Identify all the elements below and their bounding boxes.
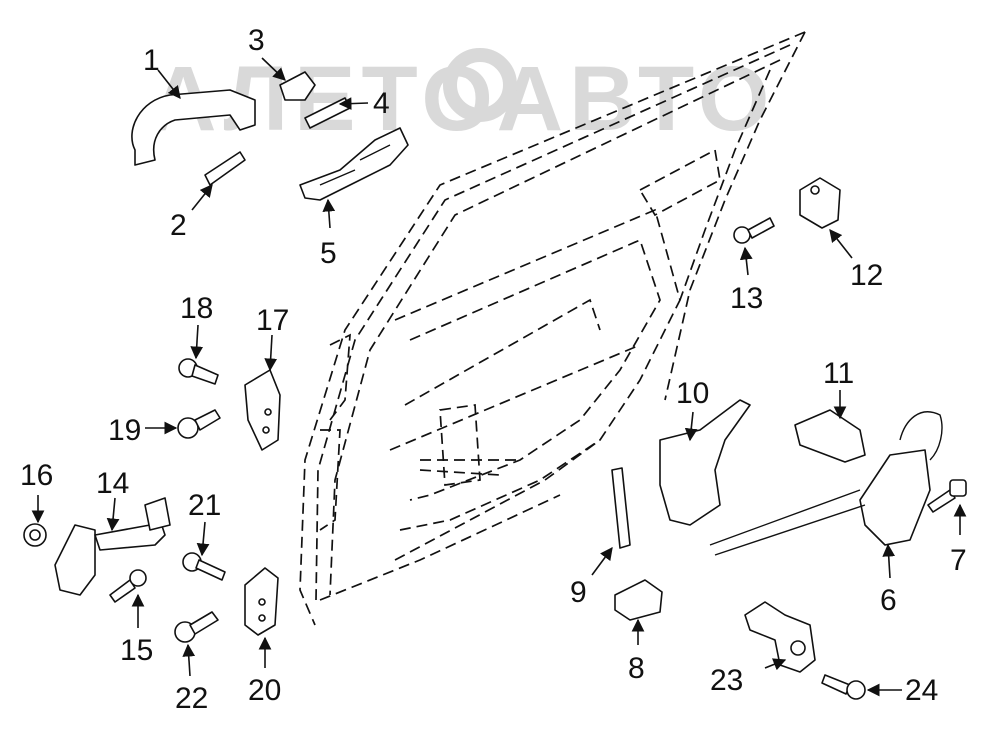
- leader-arrows: [31, 57, 967, 697]
- screw-7-part: [927, 479, 967, 513]
- handle-frame-part: [299, 127, 409, 201]
- latch-bracket-part: [659, 399, 751, 526]
- watermark-gear-icon: [443, 48, 517, 122]
- callout-2: 2: [170, 209, 187, 242]
- door-outline: [299, 31, 806, 626]
- callout-labels: 1 2 3 4 5 6 7 8 9 10 11 12 13 14 15 16 1…: [20, 24, 967, 715]
- bolt-15-part: [109, 569, 147, 603]
- callout-13: 13: [730, 282, 763, 315]
- lock-actuator-part: [744, 601, 816, 673]
- callout-6: 6: [880, 584, 897, 617]
- callout-11: 11: [823, 357, 854, 390]
- callout-9: 9: [570, 576, 587, 609]
- screw-13-part: [733, 217, 775, 244]
- latch-cover-part: [794, 409, 866, 463]
- door-striker-part: [799, 177, 841, 229]
- callout-7: 7: [950, 544, 967, 577]
- callout-24: 24: [905, 674, 938, 707]
- rod-clip-part: [614, 579, 663, 621]
- bolt-21-part: [182, 552, 226, 581]
- bolt-19-part: [177, 409, 221, 439]
- callout-23: 23: [710, 664, 743, 697]
- callout-1: 1: [143, 44, 160, 77]
- door-check-part: [54, 497, 171, 596]
- bolt-22-part: [174, 611, 219, 643]
- callout-17: 17: [256, 304, 289, 337]
- callout-8: 8: [628, 652, 645, 685]
- door-latch-part: [709, 411, 943, 556]
- screw-24-part: [821, 674, 866, 700]
- callout-4: 4: [373, 87, 390, 120]
- callout-18: 18: [180, 292, 213, 325]
- callout-19: 19: [108, 414, 141, 447]
- bolt-18-part: [178, 358, 219, 385]
- gasket-small-part: [204, 151, 246, 186]
- callout-5: 5: [320, 237, 337, 270]
- callout-12: 12: [850, 259, 883, 292]
- callout-16: 16: [20, 459, 53, 492]
- lower-hinge-part: [244, 567, 279, 636]
- callout-22: 22: [175, 682, 208, 715]
- callout-10: 10: [676, 377, 709, 410]
- callout-15: 15: [120, 634, 153, 667]
- outside-handle-part: [131, 89, 256, 166]
- upper-hinge-part: [244, 369, 281, 451]
- callout-14: 14: [96, 467, 129, 500]
- callout-21: 21: [188, 489, 221, 522]
- nut-16-part: [23, 523, 47, 547]
- callout-20: 20: [248, 674, 281, 707]
- rod-part: [611, 467, 631, 549]
- handle-cap-part: [279, 71, 316, 101]
- callout-3: 3: [248, 24, 265, 57]
